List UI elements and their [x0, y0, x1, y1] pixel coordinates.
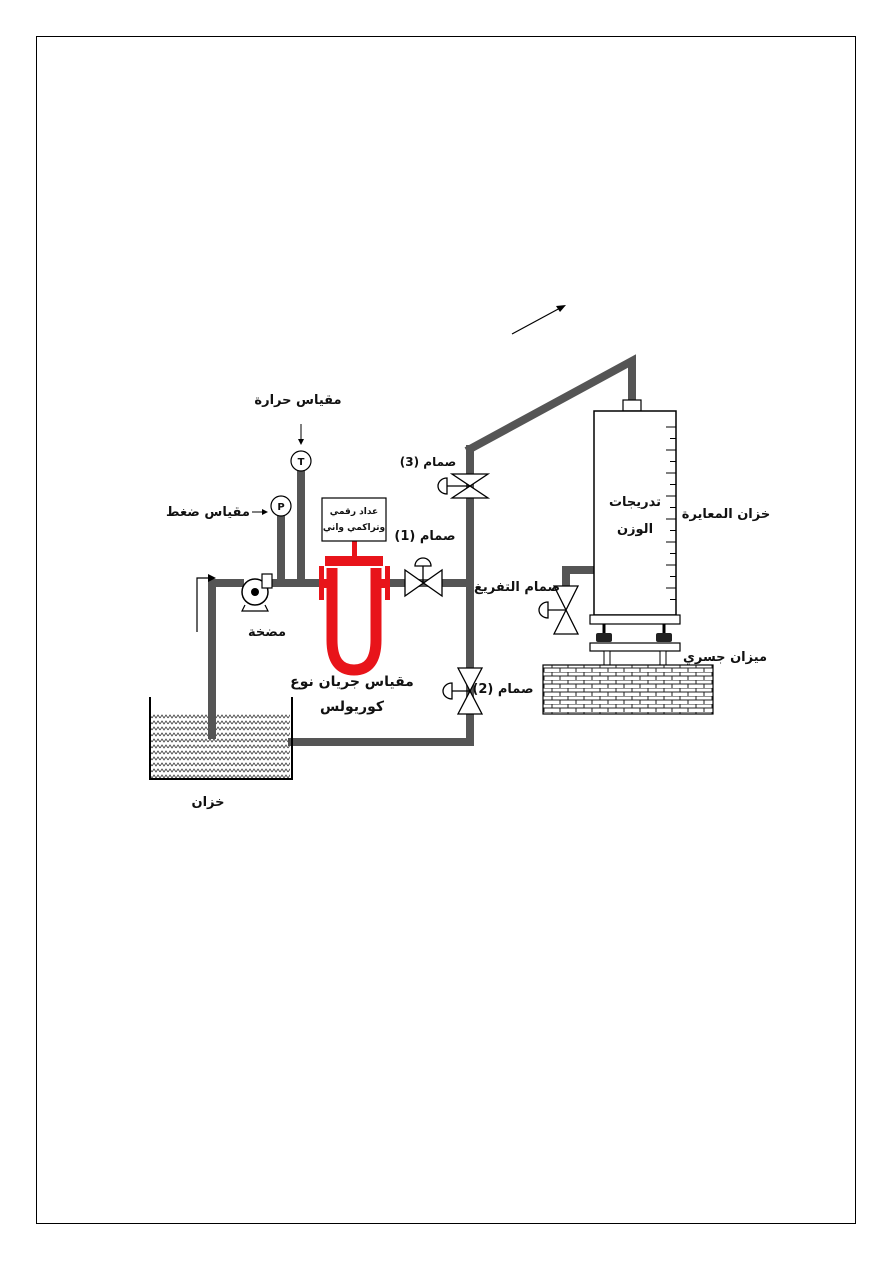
weight-graduation-ticks	[666, 426, 676, 600]
supply-tank	[149, 697, 293, 780]
valve-2-label: صمام (2)	[472, 682, 533, 697]
page-frame	[36, 36, 856, 1224]
coriolis-flowmeter-label-line2: كوريولس	[320, 699, 385, 715]
supply-tank-label: خزان	[191, 795, 224, 810]
weight-graduations-label-line1: تدريجات	[609, 495, 661, 510]
counter-label-line1: عداد رقمي	[330, 507, 378, 517]
valve-3-label: صمام (3)	[400, 455, 456, 470]
bridge-scale	[542, 642, 714, 715]
temperature-gauge-label: مقياس حرارة	[254, 393, 341, 408]
digital-counter: عداد رقمي وتراكمي واني	[321, 497, 387, 542]
valve-2-icon	[442, 667, 484, 715]
valve-1-label: صمام (1)	[394, 529, 455, 544]
temperature-gauge-icon: T	[290, 424, 312, 472]
pressure-symbol: P	[277, 502, 284, 513]
valve-1-icon	[404, 557, 443, 598]
valve-3-icon	[437, 473, 491, 499]
coriolis-flowmeter-label-line1: مقياس جريان نوع	[290, 674, 414, 690]
flow-direction-arrow	[511, 305, 566, 335]
inlet-arrow	[196, 574, 216, 632]
pump-icon	[241, 573, 273, 612]
calibration-tank	[589, 399, 681, 642]
drain-valve-label: صمام التفريغ	[474, 580, 560, 595]
calibration-tank-label: خزان المعايرة	[682, 507, 770, 522]
pipe-network	[208, 354, 636, 746]
pump-label: مضخة	[248, 625, 286, 640]
bridge-scale-label: ميزان جسري	[683, 650, 767, 665]
temperature-symbol: T	[298, 457, 305, 468]
pressure-gauge-label: مقياس ضغط	[166, 505, 250, 520]
weight-graduations-label-line2: الوزن	[617, 522, 653, 537]
counter-label-line2: وتراكمي واني	[323, 523, 385, 533]
drain-valve-icon	[538, 585, 580, 635]
coriolis-flowmeter-icon	[319, 541, 390, 676]
pressure-gauge-icon: P	[252, 495, 292, 517]
